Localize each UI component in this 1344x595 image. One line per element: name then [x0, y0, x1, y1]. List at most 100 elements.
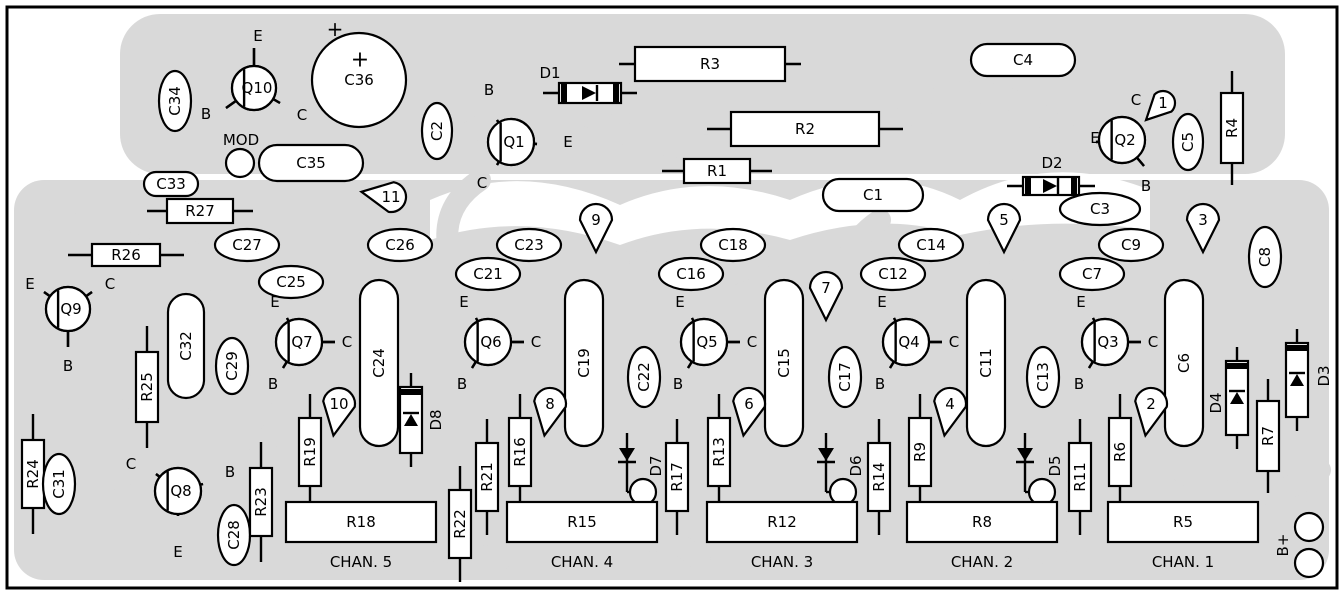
label-e: E [877, 293, 886, 311]
label-c21: C21 [473, 265, 503, 283]
pad-7: 7 [808, 270, 844, 323]
label-d5: D5 [1046, 455, 1064, 476]
label-b: B [457, 375, 467, 393]
diode-d5: D5 [1016, 433, 1064, 507]
label-c: C [126, 455, 136, 473]
label-c16: C16 [676, 265, 706, 283]
label-r9: R9 [911, 442, 929, 462]
label-c15: C15 [775, 348, 793, 378]
capacitor-c11: C11 [965, 278, 1007, 448]
copper-traces [14, 14, 1331, 580]
label-p9: 9 [591, 211, 601, 229]
label-p4: 4 [945, 395, 955, 413]
label-p3: 3 [1198, 211, 1208, 229]
label-b: B [484, 81, 494, 99]
capacitor-c35: C35 [257, 143, 365, 183]
capacitor-c5: C5 [1171, 112, 1205, 172]
capacitor-c14: C14 [897, 227, 965, 263]
label-c3: C3 [1090, 200, 1110, 218]
label-r7: R7 [1259, 426, 1277, 446]
resistor-r11: R11 [1067, 419, 1093, 535]
label-r8: R8 [972, 513, 992, 531]
label-c: C [1148, 333, 1158, 351]
capacitor-c17: C17 [827, 345, 863, 409]
label-r14: R14 [870, 462, 888, 492]
label-q7: Q7 [291, 333, 312, 351]
capacitor-c25: C25 [257, 264, 325, 300]
c36-polarity: ++ [327, 17, 370, 73]
label-c7: C7 [1082, 265, 1102, 283]
pad-1: 1 [1144, 89, 1177, 122]
resistor-r23: R23 [248, 442, 274, 562]
pad-8: 8 [533, 386, 568, 438]
capacitor-c19: C19 [563, 278, 605, 448]
capacitor-c22: C22 [626, 345, 662, 409]
label-c33: C33 [156, 175, 186, 193]
capacitor-c9: C9 [1097, 227, 1165, 263]
label-q8: Q8 [170, 482, 191, 500]
label-c24: C24 [370, 348, 388, 378]
capacitor-c6: C6 [1163, 278, 1205, 448]
label-d7: D7 [647, 455, 665, 476]
capacitor-c13: C13 [1025, 345, 1061, 409]
label-q1: Q1 [503, 133, 524, 151]
label-c34: C34 [166, 86, 184, 116]
label-c32: C32 [177, 331, 195, 361]
label-c12: C12 [878, 265, 908, 283]
label-c1: C1 [863, 186, 883, 204]
label-r12: R12 [767, 513, 797, 531]
label-r4: R4 [1223, 118, 1241, 138]
label-e: E [270, 293, 279, 311]
capacitor-c15: C15 [763, 278, 805, 448]
bplus-terminals: B+ [1274, 511, 1325, 579]
pad-2: 2 [1134, 386, 1169, 438]
label-c8: C8 [1256, 247, 1274, 267]
label-c: C [297, 106, 307, 124]
label-q6: Q6 [480, 333, 501, 351]
capacitor-c24: C24 [358, 278, 400, 448]
label-d1: D1 [539, 64, 560, 82]
resistor-r2: R2 [707, 110, 903, 148]
resistor-r26: R26 [68, 242, 184, 268]
label-r21: R21 [478, 462, 496, 492]
diode-d1: D1 [539, 64, 637, 105]
label-c: C [1131, 91, 1141, 109]
label-q2: Q2 [1114, 131, 1135, 149]
label-c5: C5 [1179, 132, 1197, 152]
label-c6: C6 [1175, 353, 1193, 373]
label-c28: C28 [225, 520, 243, 550]
label-p10: 10 [329, 395, 348, 413]
label-c27: C27 [232, 236, 262, 254]
label-d8: D8 [427, 409, 445, 430]
label-r3: R3 [700, 55, 720, 73]
label-c26: C26 [385, 236, 415, 254]
capacitor-c27: C27 [213, 227, 281, 263]
resistor-r19: R19 [297, 394, 323, 510]
resistor-r21: R21 [474, 419, 500, 535]
diode-d4: D4 [1207, 347, 1250, 449]
diode-d7: D7 [618, 433, 665, 507]
board-outline [5, 5, 1339, 590]
label-chan2: CHAN. 2 [951, 553, 1013, 571]
capacitor-c23: C23 [495, 227, 563, 263]
label-r18: R18 [346, 513, 376, 531]
mod-pad: MOD [223, 131, 259, 179]
resistor-r14: R14 [866, 419, 892, 535]
label-r17: R17 [668, 462, 686, 492]
label-q10: Q10 [242, 79, 273, 97]
capacitor-c21: C21 [454, 256, 522, 292]
diode-d3: D3 [1284, 329, 1333, 431]
label-c25: C25 [276, 273, 306, 291]
label-c: C [477, 174, 487, 192]
label-p11: 11 [381, 188, 400, 206]
label-plus: + [327, 17, 344, 41]
capacitor-c18: C18 [699, 227, 767, 263]
label-d2: D2 [1041, 154, 1062, 172]
